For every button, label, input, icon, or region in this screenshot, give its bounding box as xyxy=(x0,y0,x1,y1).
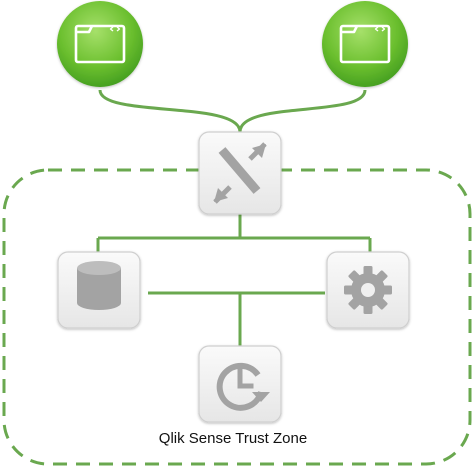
proxy-connector xyxy=(96,214,372,252)
browser-window-icon xyxy=(74,24,126,64)
client-left-connector xyxy=(98,89,242,133)
repository-node xyxy=(57,251,141,329)
proxy-node xyxy=(198,131,282,215)
scheduler-node xyxy=(198,345,282,423)
browser-window-icon xyxy=(339,24,391,64)
engine-node xyxy=(326,251,410,329)
client-right xyxy=(322,1,408,87)
trust-zone-label: Qlik Sense Trust Zone xyxy=(159,430,307,447)
arrows-converge-icon xyxy=(213,142,267,204)
database-icon xyxy=(77,261,121,310)
clock-refresh-icon xyxy=(216,362,270,411)
client-right-connector xyxy=(238,89,367,133)
client-left xyxy=(57,1,143,87)
engine-repository-connector xyxy=(148,291,325,346)
client-right-circle xyxy=(322,1,408,87)
gear-icon xyxy=(344,266,392,314)
client-left-circle xyxy=(57,1,143,87)
